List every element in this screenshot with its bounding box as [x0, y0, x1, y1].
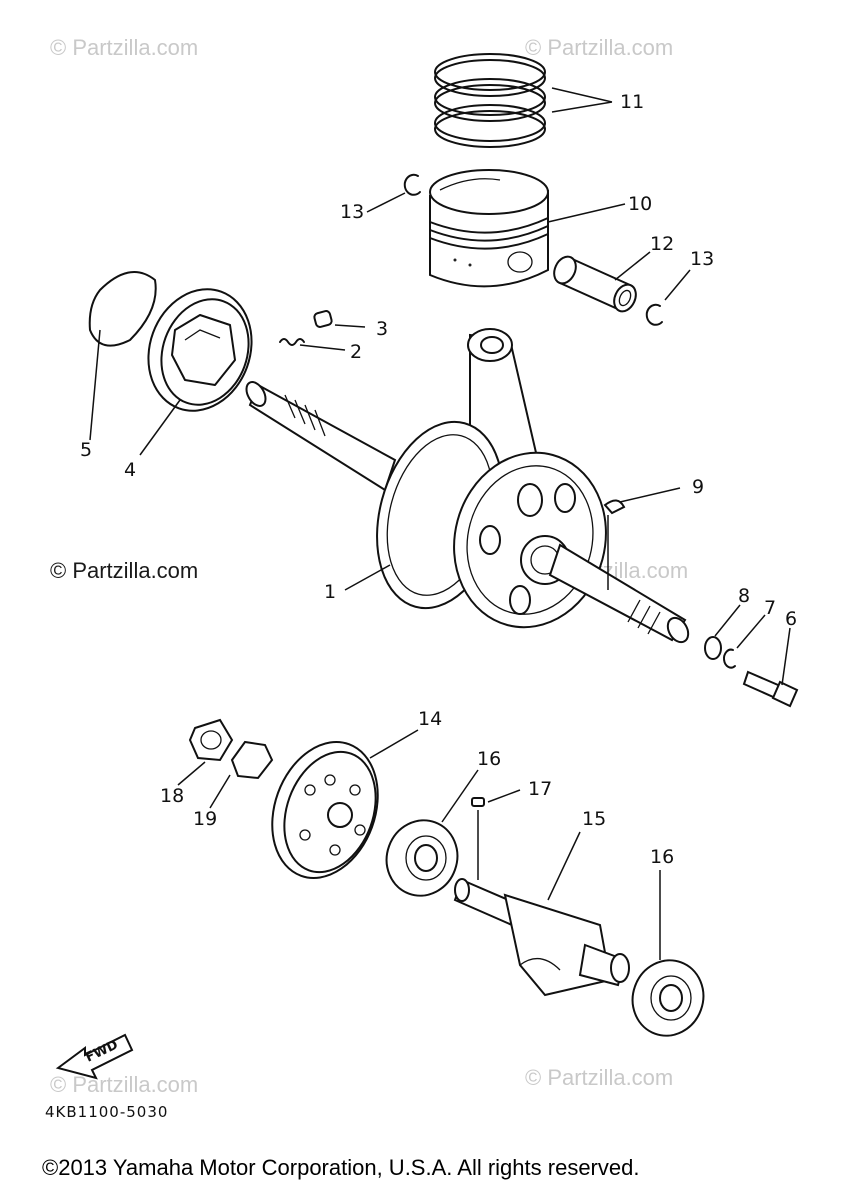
straight-key	[471, 797, 485, 807]
starter-gear	[147, 288, 253, 412]
callout-16-left: 16	[477, 748, 501, 770]
bearing-left	[385, 819, 459, 897]
callout-17: 17	[528, 778, 552, 800]
circlip-right	[645, 303, 663, 326]
callout-10: 10	[628, 193, 652, 215]
bearing-right	[631, 959, 705, 1037]
reference-code: 4KB1100-5030	[45, 1103, 168, 1121]
watermark-bottom-right: © Partzilla.com	[525, 1065, 673, 1090]
callout-19: 19	[193, 808, 217, 830]
callout-14: 14	[418, 708, 442, 730]
callout-4: 4	[124, 459, 136, 481]
callout-16-right: 16	[650, 846, 674, 868]
callout-18: 18	[160, 785, 184, 807]
callout-6: 6	[785, 608, 797, 630]
plain-washer	[704, 636, 722, 660]
callout-5: 5	[80, 439, 92, 461]
copyright-notice: ©2013 Yamaha Motor Corporation, U.S.A. A…	[42, 1155, 639, 1180]
lock-washer-tab	[230, 740, 274, 780]
callout-1: 1	[324, 581, 336, 603]
callout-15: 15	[582, 808, 606, 830]
washer-plate	[88, 271, 157, 347]
lock-washer	[722, 648, 736, 669]
balancer-shaft	[453, 878, 630, 997]
watermark-top-right: © Partzilla.com	[525, 35, 673, 60]
watermark-top-left: © Partzilla.com	[50, 35, 198, 60]
piston-pin	[553, 255, 637, 313]
balancer-drive-gear	[271, 741, 379, 879]
callout-7: 7	[764, 597, 776, 619]
piston	[429, 169, 549, 288]
nut	[188, 718, 234, 762]
woodruff-key	[603, 499, 626, 515]
bolt	[742, 670, 799, 708]
callout-13-top: 13	[340, 201, 364, 223]
crankshaft	[245, 328, 690, 644]
callout-8: 8	[738, 585, 750, 607]
leader-lines	[89, 87, 791, 960]
spring	[279, 338, 305, 346]
callout-11: 11	[620, 91, 644, 113]
watermark-bottom-left: © Partzilla.com	[50, 1072, 198, 1097]
circlip-top	[403, 173, 421, 196]
watermark-middle-left: © Partzilla.com	[50, 558, 198, 583]
piston-rings	[434, 53, 546, 148]
callout-9: 9	[692, 476, 704, 498]
callout-3: 3	[376, 318, 388, 340]
callout-13-right: 13	[690, 248, 714, 270]
callout-2: 2	[350, 341, 362, 363]
plunger	[313, 310, 333, 328]
callout-12: 12	[650, 233, 674, 255]
